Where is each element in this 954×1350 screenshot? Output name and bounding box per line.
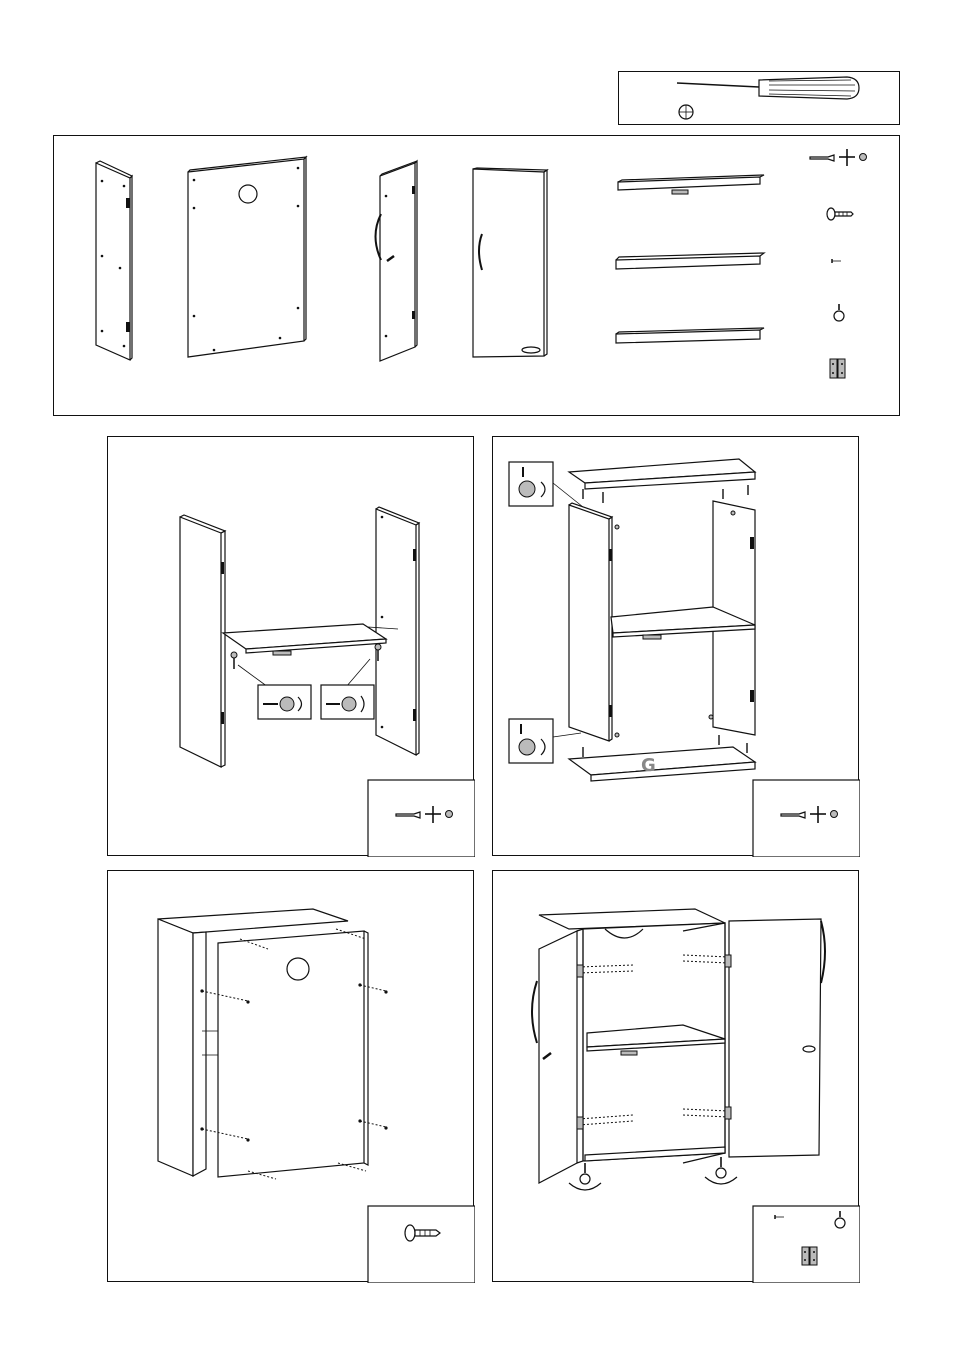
leveling-foot-icon xyxy=(834,304,844,321)
door-panel-left xyxy=(376,161,418,361)
step-label: G xyxy=(641,755,656,776)
step-3-box xyxy=(107,870,474,1282)
step-1-illustration xyxy=(108,437,475,857)
wood-screw-icon xyxy=(827,208,853,220)
shelf-top xyxy=(618,175,764,194)
step-1-box xyxy=(107,436,474,856)
step-2-illustration: G xyxy=(493,437,860,857)
shelf-middle xyxy=(616,253,764,269)
parts-illustration xyxy=(54,136,901,417)
shelf-bottom xyxy=(616,328,764,343)
step-4-box xyxy=(492,870,859,1282)
door-panel-right xyxy=(473,168,547,357)
hinge-icon xyxy=(830,359,845,378)
back-panel xyxy=(188,157,306,357)
parts-overview xyxy=(53,135,900,416)
small-screw-icon xyxy=(832,259,841,263)
side-panel-left xyxy=(96,161,132,360)
cam-bolt-icon xyxy=(810,149,867,166)
step-4-illustration xyxy=(493,871,860,1283)
step-3-illustration xyxy=(108,871,475,1283)
phillips-head-icon xyxy=(619,72,901,126)
hinge-icon xyxy=(802,1247,817,1265)
tools-box xyxy=(618,71,900,125)
step-2-box: G xyxy=(492,436,859,856)
